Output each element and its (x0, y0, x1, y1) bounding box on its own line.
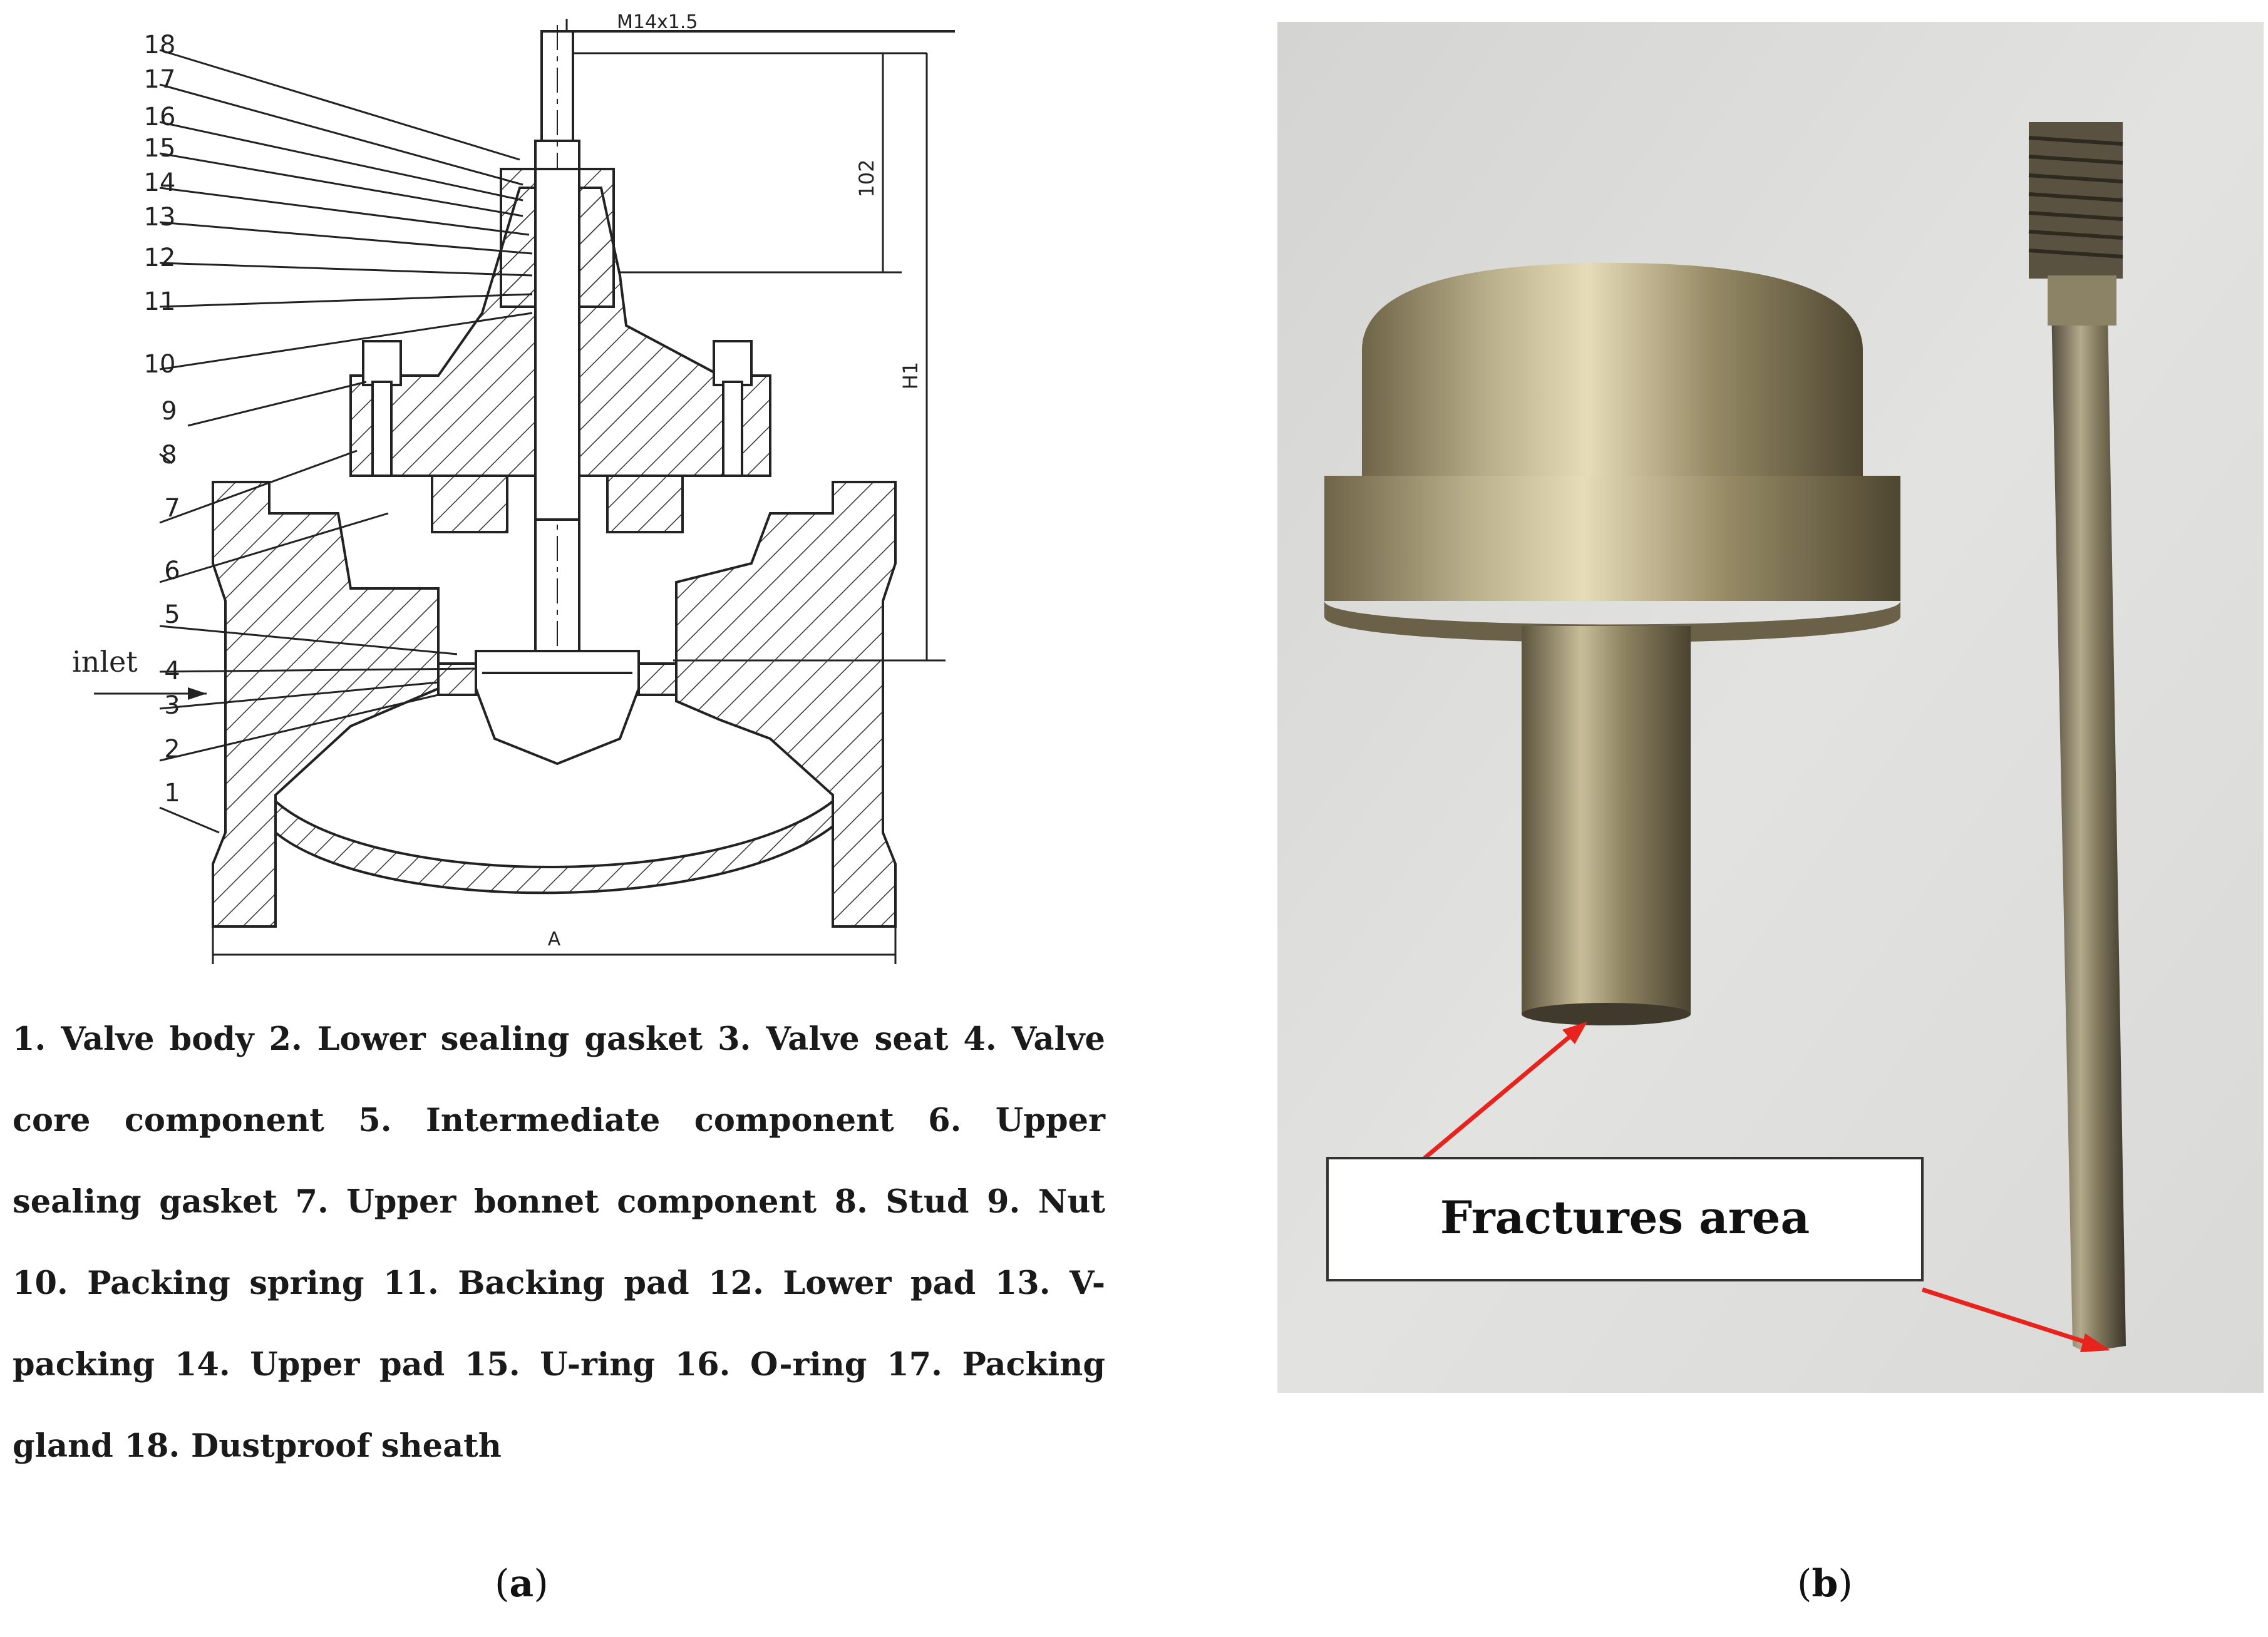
intermediate-left (431, 475, 508, 533)
caption-b: (b) (1797, 1562, 1853, 1606)
intermediate-right (606, 475, 684, 533)
inlet-label: inlet (72, 645, 138, 679)
part-number: 5 (164, 600, 180, 629)
part-number: 16 (144, 103, 176, 131)
caption-a: (a) (495, 1562, 549, 1606)
part-number: 11 (144, 287, 176, 316)
part-number: 8 (161, 441, 177, 470)
part-number: 2 (164, 735, 180, 764)
valve-body-right (675, 481, 897, 928)
part-number-labels: 18 17 16 15 14 13 12 11 10 9 8 7 6 5 4 3… (144, 31, 180, 808)
part-number: 4 (164, 657, 180, 685)
dim-a-label: A (548, 928, 561, 950)
stud-nut-left (362, 340, 402, 386)
parts-legend: 1. Valve body 2. Lower sealing gasket 3.… (13, 1020, 1105, 1465)
valve-body-left (212, 481, 440, 928)
valve-seat-left (437, 662, 477, 696)
part-number: 18 (144, 31, 176, 59)
leader-lines (159, 49, 533, 834)
part-number: 3 (164, 691, 180, 720)
part-number: 15 (144, 134, 176, 163)
callout-label: Fractures area (1440, 1191, 1810, 1244)
valve-core-cap (1362, 263, 1863, 476)
dim-102-label: 102 (855, 159, 879, 197)
valve-core-base (1324, 476, 1900, 601)
part-number: 9 (161, 397, 177, 426)
arrow-core-fracture (1423, 1028, 1580, 1160)
valve-core-shaft (1522, 626, 1691, 1014)
part-number: 1 (164, 779, 180, 808)
part-number: 17 (144, 65, 176, 94)
part-number: 13 (144, 203, 176, 232)
arrow-stem-fracture (1921, 1287, 2099, 1348)
valve-stem-rod (2051, 275, 2126, 1352)
thread-label: M14x1.5 (617, 11, 698, 33)
caption-b-letter: b (1812, 1562, 1838, 1606)
part-number: 12 (144, 244, 176, 272)
dim-h1-label: H1 (899, 362, 922, 389)
fracture-arrows (1423, 1022, 2110, 1352)
valve-body-bottom (274, 798, 834, 895)
part-number: 14 (144, 168, 176, 197)
part-number: 6 (164, 557, 180, 585)
valve-core (475, 650, 640, 766)
caption-a-letter: a (509, 1562, 534, 1606)
part-number: 7 (164, 494, 180, 523)
part-number: 10 (144, 350, 176, 379)
fracture-callout (1326, 1157, 1924, 1281)
